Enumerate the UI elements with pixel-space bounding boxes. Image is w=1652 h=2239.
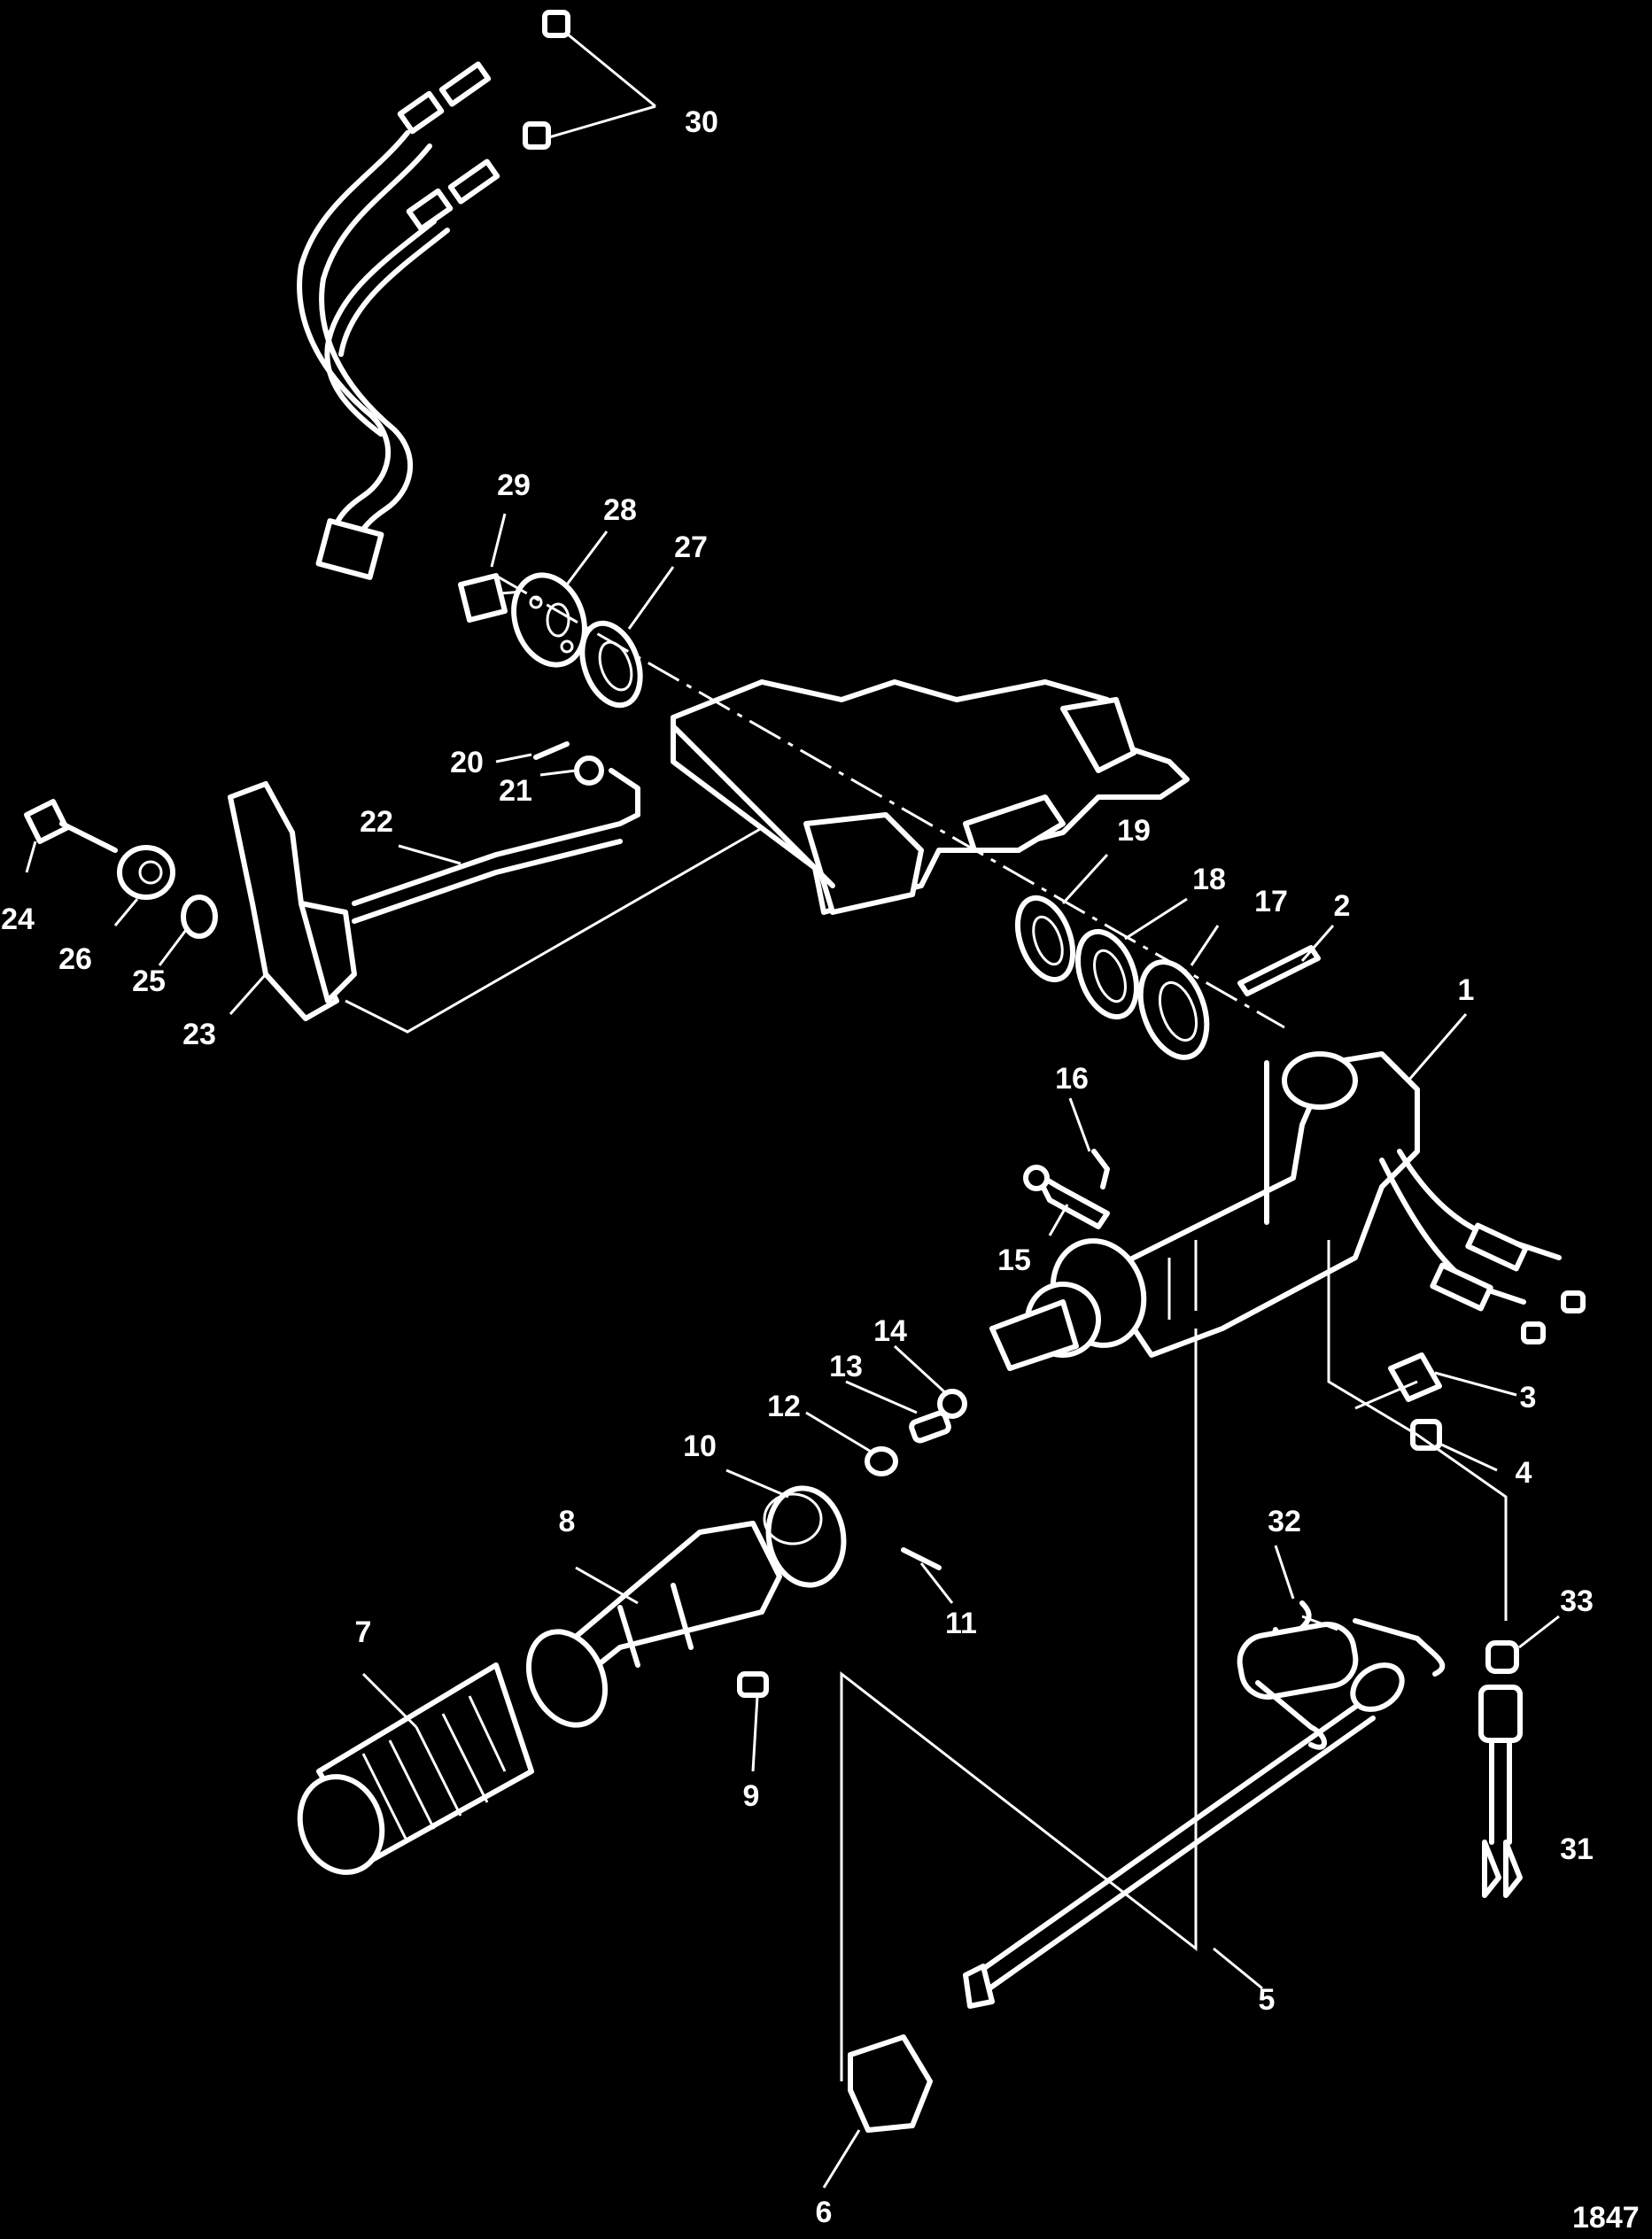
callout-24: 24 [1,903,35,936]
part-25-washer [181,895,218,939]
cable-nut-upper [523,10,570,150]
part-15-screw [1023,1165,1110,1229]
callout-4: 4 [1516,1456,1532,1490]
part-2-pin [1237,945,1321,996]
part-14-nut [937,1389,967,1419]
callout-1: 1 [1458,973,1475,1007]
callout-21: 21 [499,774,532,808]
callout-14: 14 [873,1314,907,1348]
callout-11: 11 [945,1607,977,1640]
part-26-bushing [117,845,175,900]
callout-19: 19 [1117,814,1151,848]
figure-number: 1847 [1572,2201,1640,2235]
callout-17: 17 [1254,885,1288,918]
callout-6: 6 [816,2196,833,2229]
part-5-cable [963,1662,1405,2009]
part-19-washer [1014,895,1076,983]
callout-28: 28 [603,493,637,527]
callout-16: 16 [1055,1062,1089,1096]
part-23-lever [228,781,357,1021]
part-29-fitting [458,573,524,623]
part-33-nut [1485,1640,1519,1674]
tiller-cables [1379,1149,1586,1344]
callout-labels: 1 2 3 4 5 6 7 8 9 10 11 12 13 14 15 16 1… [1,105,1594,2229]
callout-20: 20 [450,746,484,779]
part-9-screw [737,1671,769,1698]
part-27-washer [579,620,643,709]
part-28-plate [511,572,587,668]
callout-3: 3 [1520,1381,1537,1414]
callout-18: 18 [1192,863,1226,896]
callout-33: 33 [1560,1584,1594,1618]
part-21-nut [574,755,604,786]
part-20-pin [533,741,570,760]
upper-cable-assembly [297,61,500,580]
callout-8: 8 [559,1505,576,1538]
callout-25: 25 [132,965,166,998]
callout-15: 15 [997,1243,1031,1277]
callout-10: 10 [683,1429,717,1463]
callout-30: 30 [685,105,718,139]
part-31-switch [1478,1685,1523,1898]
part-10-collar [763,1485,847,1588]
part-4-bolt [1410,1419,1442,1451]
callout-12: 12 [767,1390,801,1423]
part-32-spring [1237,1600,1446,1750]
part-18-washer [1075,928,1139,1020]
part-16-clip [1091,1149,1110,1189]
part-22-rod [352,768,640,924]
callout-2: 2 [1334,889,1351,923]
part-1-tiller-arm [989,1051,1420,1371]
part-17-washer [1137,959,1210,1060]
callout-5: 5 [1259,1983,1276,2017]
callout-32: 32 [1268,1505,1301,1538]
part-6-block [848,2034,933,2133]
part-24-bolt [24,799,118,853]
callout-26: 26 [58,942,92,976]
bracket-housing [671,679,1190,915]
part-13-spring [909,1410,951,1444]
callout-9: 9 [743,1779,760,1813]
callout-27: 27 [674,531,708,564]
callout-31: 31 [1560,1832,1594,1866]
part-7-grip [297,1662,534,1875]
part-12-washer [865,1446,898,1476]
callout-13: 13 [829,1350,863,1383]
callout-22: 22 [360,805,393,839]
part-3-plate [1388,1352,1442,1402]
callout-leaders [25,513,1560,2189]
part-8-insert [525,1521,782,1728]
reference-lines [345,826,1508,2081]
part-11-pin [901,1547,942,1570]
callout-7: 7 [355,1615,372,1649]
callout-23: 23 [182,1018,216,1051]
shaft-axis [495,574,1285,1029]
callout-29: 29 [497,469,531,502]
